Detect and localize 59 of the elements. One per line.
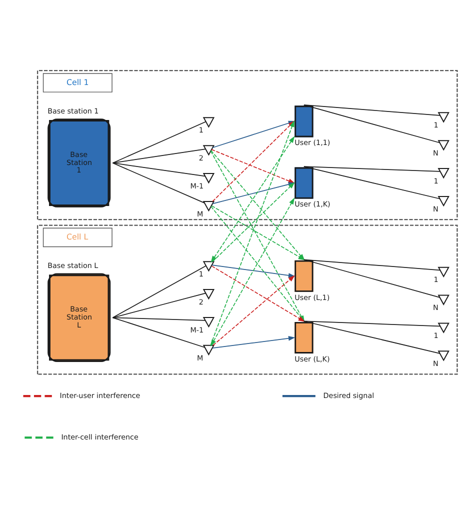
node-triangle [202, 261, 215, 272]
node-label: N [433, 148, 438, 158]
arrow [212, 336, 296, 348]
node-label: 1 [434, 120, 438, 130]
node-triangle [202, 316, 215, 328]
node-label: 2 [198, 153, 204, 162]
connector [304, 320, 440, 327]
node-triangle [202, 289, 215, 300]
node-label: M-1 [190, 325, 204, 334]
node-label: N [433, 303, 438, 312]
node-label: Base station L [48, 261, 98, 270]
connector [304, 104, 440, 144]
node-label: 1 [434, 331, 438, 340]
node-label: 2 [198, 297, 204, 306]
node-triangle [438, 294, 450, 306]
node-triangle [202, 173, 215, 184]
node-triangle [438, 168, 450, 179]
legend-label: Inter-cell interference [61, 432, 138, 442]
node-label: 1 [434, 275, 438, 284]
node-triangle [438, 350, 450, 362]
connector [304, 166, 440, 200]
node-label: 1 [434, 176, 438, 186]
node-triangle [202, 200, 215, 212]
node-label: User (L,K) [294, 354, 330, 364]
connector [304, 104, 440, 116]
connector [112, 317, 206, 348]
node-label: N [433, 204, 438, 214]
node-triangle [438, 196, 450, 207]
connector [112, 162, 206, 177]
legend-label: Inter-user interference [60, 390, 140, 400]
node-label: M-1 [190, 181, 204, 190]
node-label: M [197, 353, 204, 362]
node-label: User (1,1) [294, 138, 330, 148]
connector [112, 292, 206, 318]
node-label: M [197, 209, 204, 218]
node-label: N [433, 358, 438, 368]
connector [112, 266, 206, 318]
connector [304, 320, 440, 354]
node-triangle [438, 322, 450, 334]
node-triangle [202, 117, 215, 128]
node-label: 1 [198, 126, 204, 135]
connector [304, 166, 440, 172]
connector [304, 259, 440, 271]
connector [112, 317, 206, 321]
node-triangle [202, 145, 215, 156]
connector [112, 148, 206, 164]
node-triangle [438, 140, 450, 151]
connector [112, 162, 205, 204]
node-triangle [202, 344, 215, 356]
legend-label: Desired signal [323, 390, 374, 400]
connector [112, 121, 206, 164]
node-triangle [438, 112, 450, 123]
connector [304, 259, 440, 298]
node-triangle [438, 266, 450, 278]
node-label: 1 [198, 269, 204, 278]
node-label: User (1,K) [294, 200, 330, 209]
node-label: User (L,1) [294, 292, 330, 302]
arrow [212, 275, 295, 346]
node-label: Base station 1 [48, 106, 99, 116]
